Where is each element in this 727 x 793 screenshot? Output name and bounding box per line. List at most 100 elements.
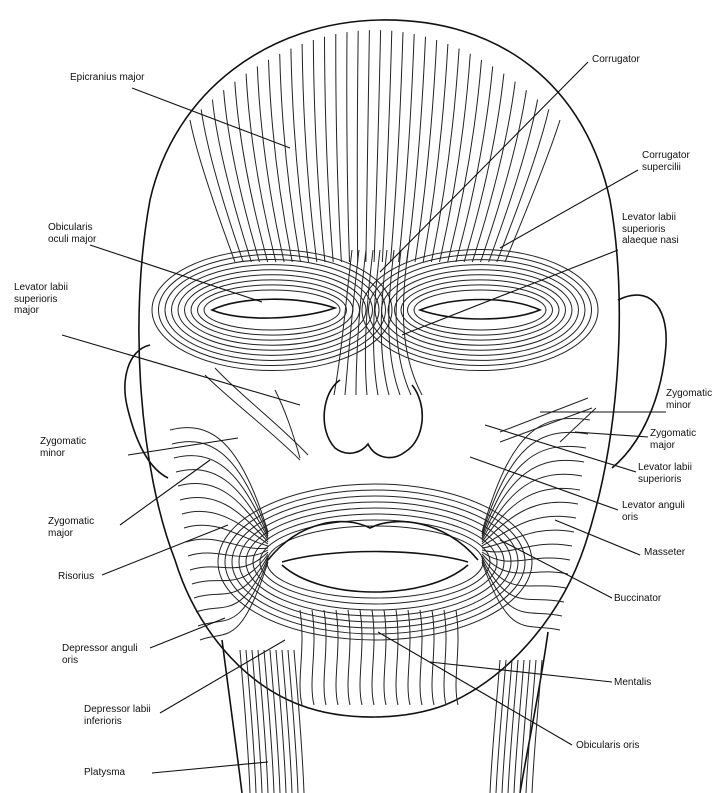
muscle-fiber (270, 650, 280, 793)
muscle-fiber (252, 650, 262, 793)
muscle-fiber (388, 270, 572, 351)
muscle-fiber (432, 610, 434, 705)
muscle-fiber (502, 660, 512, 793)
muscle-fiber (496, 660, 506, 793)
muscle-fiber (374, 30, 381, 262)
label-corrugator-supercilii: Corrugator supercilii (642, 150, 690, 173)
muscle-fiber (508, 660, 518, 793)
muscle-fiber (391, 32, 404, 262)
right-eye (212, 299, 335, 318)
lip-line (282, 552, 468, 563)
muscle-fiber (264, 650, 274, 793)
muscle-fiber (345, 250, 359, 395)
muscle-fiber (174, 456, 268, 536)
muscle-fiber (232, 496, 518, 628)
muscle-fiber (198, 285, 347, 335)
muscle-fiber (158, 254, 385, 365)
muscle-fiber (456, 610, 458, 705)
muscle-fiber (384, 610, 386, 705)
muscle-fiber (357, 31, 358, 262)
head-outline (139, 20, 619, 717)
muscle-fiber (514, 660, 524, 793)
muscle-fiber (215, 368, 308, 455)
neck-right (222, 640, 242, 793)
muscle-fiber (369, 255, 592, 366)
label-epicranius-major: Epicranius major (70, 72, 144, 84)
muscle-fiber (312, 610, 314, 705)
muscle-fiber (336, 610, 338, 705)
upper-lip (268, 522, 478, 560)
muscle-fiber (190, 120, 235, 262)
label-levator-labii-superioris-major: Levator labii superioris major (14, 282, 68, 317)
muscle-fiber (246, 650, 256, 793)
muscle-fiber (396, 610, 398, 705)
forehead-fibers (190, 30, 560, 395)
muscle-fiber (288, 650, 298, 793)
muscle-fiber (253, 514, 497, 610)
left-eye (420, 300, 540, 320)
muscle-fiber (500, 398, 588, 432)
label-levator-anguli-oris: Levator anguli oris (622, 500, 685, 523)
muscle-fiber (180, 497, 268, 542)
muscle-fiber (325, 37, 334, 262)
label-levator-labii-superioris-alaeque-nasi: Levator labii superioris alaeque nasi (622, 212, 679, 247)
muscle-fiber (407, 285, 552, 335)
muscle-fiber (348, 610, 350, 705)
cheek-fibers (170, 368, 596, 640)
label-orbicularis-oris: Obicularis oris (576, 740, 639, 752)
muscle-fiber (374, 250, 380, 395)
leader-lines (62, 62, 666, 773)
label-orbicularis-oculi-major: Obicularis oculi major (48, 222, 96, 245)
muscle-fiber (336, 34, 342, 262)
muscle-fiber (520, 660, 530, 793)
muscle-fiber (347, 32, 350, 262)
muscle-fiber (448, 60, 482, 262)
muscle-fiber (414, 290, 546, 330)
muscle-fiber (224, 90, 260, 262)
muscle-fiber (178, 270, 366, 351)
muscle-fiber (205, 375, 300, 460)
label-zygomatic-major-left: Zygomatic major (650, 428, 696, 451)
muscle-fiber (204, 290, 340, 330)
label-levator-labii-superioris: Levator labii superioris (638, 462, 692, 485)
muscle-fiber (366, 30, 370, 262)
muscle-fiber (481, 90, 527, 262)
label-risorius: Risorius (58, 571, 94, 583)
muscle-fiber (423, 44, 448, 262)
muscle-fiber (408, 610, 410, 705)
muscle-fiber (282, 650, 292, 793)
neck-left (520, 632, 548, 793)
muscle-fiber (482, 558, 564, 602)
muscle-fiber (280, 54, 301, 262)
muscle-fiber (294, 650, 304, 793)
muscle-fiber (444, 610, 446, 705)
muscle-fiber (401, 280, 559, 340)
label-masseter: Masseter (644, 547, 685, 559)
label-buccinator: Buccinator (614, 593, 661, 605)
eye-orbit-fibers (152, 249, 598, 370)
muscle-fiber (372, 610, 374, 705)
label-platysma: Platysma (84, 767, 125, 779)
muscle-fiber (246, 74, 276, 262)
muscle-fiber (382, 31, 392, 262)
muscle-fiber (186, 539, 268, 548)
label-zygomatic-minor-left: Zygomatic minor (666, 388, 712, 411)
muscle-fiber (152, 249, 392, 370)
muscle-fiber (482, 460, 584, 538)
right-ear (125, 345, 168, 478)
muscle-fiber (490, 660, 500, 793)
muscle-fiber (212, 100, 251, 263)
muscle-fiber (269, 60, 293, 262)
muscle-fiber (225, 490, 525, 634)
muscle-fiber (201, 109, 243, 262)
muscle-fiber (382, 265, 579, 356)
muscle-fiber (276, 650, 286, 793)
label-zygomatic-major-right: Zygomatic major (48, 516, 94, 539)
label-depressor-labii-inferioris: Depressor labii inferioris (84, 704, 151, 727)
muscle-fiber (526, 660, 536, 793)
nose (324, 380, 422, 458)
label-mentalis: Mentalis (614, 677, 651, 689)
muscle-fiber (360, 610, 362, 705)
